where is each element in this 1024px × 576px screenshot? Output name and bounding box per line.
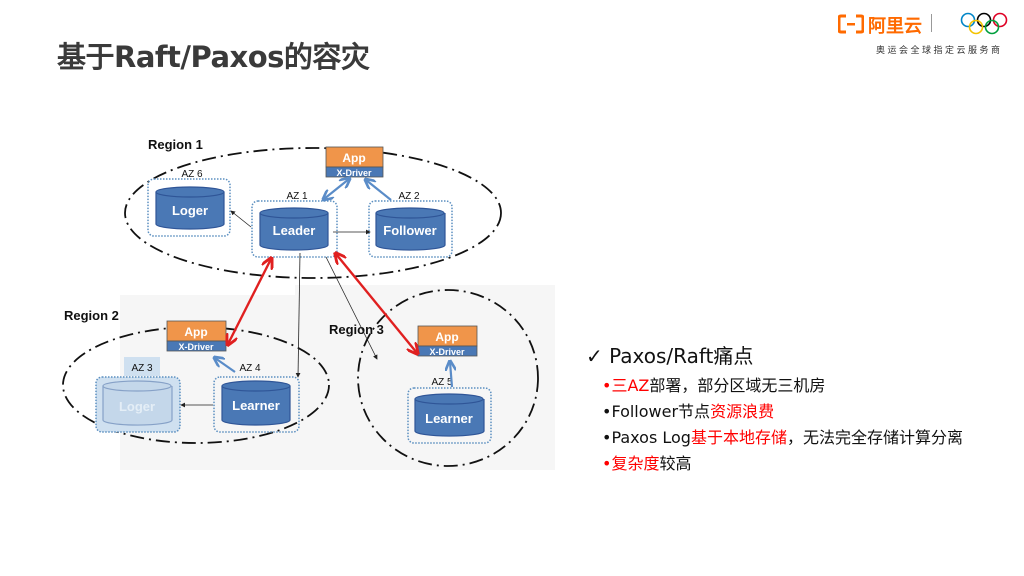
loger-node-region1: Loger <box>155 186 225 230</box>
region-1-label: Region 1 <box>148 137 203 152</box>
replication-arrow-region3 <box>336 254 417 353</box>
az-2-label: AZ 2 <box>398 191 420 202</box>
arrow-learner-to-app-region2 <box>215 358 236 373</box>
arrow-leader-to-learner-az4 <box>295 252 301 378</box>
pain-point-item: •Follower节点资源浪费 <box>602 402 775 421</box>
aliyun-mark-icon <box>838 14 864 34</box>
az-4-box <box>213 376 300 433</box>
logo-subtitle: 奥运会全球指定云服务商 <box>876 46 1003 56</box>
svg-text:X-Driver: X-Driver <box>336 168 372 178</box>
svg-text:Learner: Learner <box>232 398 280 413</box>
leader-node: Leader <box>259 207 329 251</box>
arrow-leader-to-loger <box>230 210 252 228</box>
arrow-app-leader <box>324 179 349 199</box>
check-icon: ✓ <box>586 344 603 368</box>
pain-point-item: •三AZ部署，部分区域无三机房 <box>602 376 826 395</box>
az-6-label: AZ 6 <box>181 169 203 180</box>
bullet-icon: • <box>602 402 612 421</box>
pain-point-item: •Paxos Log基于本地存储，无法完全存储计算分离 <box>602 428 963 447</box>
svg-text:Loger: Loger <box>172 203 208 218</box>
region-2-boundary <box>62 326 330 444</box>
svg-text:App: App <box>435 330 458 344</box>
svg-text:Loger: Loger <box>119 399 155 414</box>
app-region2: App X-Driver <box>166 320 227 352</box>
aliyun-logo: 阿里云 奥运会全球指定云服务商 <box>838 10 1018 60</box>
region-3-label: Region 3 <box>329 322 384 337</box>
learner-node-region2: Learner <box>221 380 291 426</box>
learner-node-region3: Learner <box>414 393 485 437</box>
page-title: 基于Raft/Paxos的容灾 <box>57 40 370 74</box>
bullet-icon: • <box>602 376 612 395</box>
region-2-label: Region 2 <box>64 308 119 323</box>
bullet-icon: • <box>602 454 612 473</box>
az-4-label: AZ 4 <box>239 363 261 374</box>
follower-node: Follower <box>375 207 446 251</box>
pain-point-item: •复杂度较高 <box>602 454 692 473</box>
svg-text:App: App <box>342 151 365 165</box>
az-6-box <box>147 178 231 237</box>
region-1-boundary <box>124 147 502 279</box>
az-3-label: AZ 3 <box>131 363 153 374</box>
svg-text:X-Driver: X-Driver <box>178 342 214 352</box>
svg-text:Leader: Leader <box>273 223 316 238</box>
svg-text:App: App <box>184 325 207 339</box>
loger-node-region2-inactive: Loger <box>102 380 173 426</box>
az-1-box <box>251 200 338 258</box>
az-3-box <box>95 376 181 433</box>
svg-text:Learner: Learner <box>425 411 473 426</box>
arrow-learner-to-app-region3 <box>450 362 452 388</box>
az-3-label-bg <box>124 357 160 376</box>
olympic-rings-icon <box>960 12 1008 35</box>
replication-arrow-region2 <box>228 259 271 344</box>
logo-divider <box>931 14 932 32</box>
svg-text:Follower: Follower <box>383 223 436 238</box>
pain-points-heading: ✓ Paxos/Raft痛点 <box>586 344 754 368</box>
svg-text:X-Driver: X-Driver <box>429 347 465 357</box>
app-region1: App X-Driver <box>325 146 384 178</box>
pain-points-list: ✓ Paxos/Raft痛点 •三AZ部署，部分区域无三机房 •Follower… <box>586 340 963 477</box>
az-5-label: AZ 5 <box>431 377 453 388</box>
bullet-icon: • <box>602 428 612 447</box>
region-3-boundary <box>357 289 539 467</box>
logo-brand: 阿里云 <box>868 16 922 37</box>
app-region3: App X-Driver <box>417 325 478 357</box>
az-1-label: AZ 1 <box>286 191 308 202</box>
arrow-follower-to-app <box>366 180 392 201</box>
az-5-box <box>407 387 492 444</box>
